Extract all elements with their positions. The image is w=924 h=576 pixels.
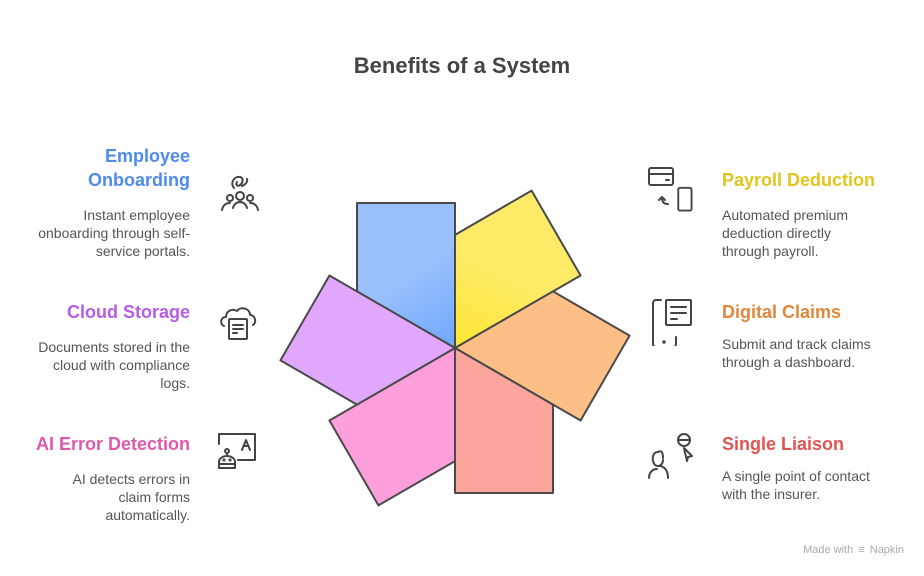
page-title: Benefits of a System: [353, 53, 571, 78]
made-with-label: Made with: [803, 544, 854, 556]
desc-line: Instant employee: [83, 207, 190, 223]
employee-onboarding-title: Employee Onboarding: [88, 144, 190, 192]
cloud-storage-title: Cloud Storage: [67, 300, 190, 324]
digital-claims-desc: Submit and track claims through a dashbo…: [722, 335, 871, 371]
payroll-deduction-title: Payroll Deduction: [722, 168, 875, 192]
desc-line: AI detects errors in: [72, 471, 191, 487]
desc-line: logs.: [160, 375, 190, 391]
desc-line: through a dashboard.: [722, 354, 856, 370]
robot-text-icon: [212, 428, 260, 476]
title-line: Employee: [104, 146, 190, 166]
cloud-storage-desc: Documents stored in the cloud with compl…: [38, 338, 190, 392]
desc-line: Automated premium: [722, 207, 849, 223]
single-liaison-desc: A single point of contact with the insur…: [722, 467, 870, 503]
desc-line: onboarding through self-: [38, 225, 190, 241]
people-hand-icon: [216, 168, 264, 216]
single-liaison-title: Single Liaison: [722, 432, 844, 456]
title-line: Cloud Storage: [66, 302, 190, 322]
card-to-phone-icon: [646, 166, 694, 214]
desc-line: deduction directly: [722, 225, 831, 241]
title-line: Onboarding: [88, 170, 190, 190]
desc-line: claim forms: [118, 489, 190, 505]
title-line: Single Liaison: [722, 434, 845, 454]
desc-line: A single point of contact: [722, 468, 870, 484]
payroll-deduction-desc: Automated premium deduction directly thr…: [722, 206, 848, 260]
title-line: Digital Claims: [722, 302, 842, 322]
napkin-logo-icon: ≡: [858, 544, 865, 556]
desc-line: service portals.: [95, 243, 190, 259]
desc-line: through payroll.: [722, 243, 819, 259]
person-contact-icon: [646, 432, 694, 480]
ai-error-detection-title: AI Error Detection: [36, 432, 190, 456]
desc-line: Documents stored in the: [38, 339, 190, 355]
digital-claims-title: Digital Claims: [722, 300, 841, 324]
desc-line: automatically.: [105, 507, 190, 523]
desc-line: Submit and track claims: [722, 336, 871, 352]
title-line: Payroll Deduction: [722, 170, 876, 190]
made-with-napkin[interactable]: Made with ≡ Napkin: [803, 544, 904, 556]
desc-line: with the insurer.: [722, 486, 821, 502]
title-line: AI Error Detection: [35, 434, 190, 454]
napkin-brand: Napkin: [869, 544, 904, 556]
tablet-document-icon: [650, 298, 698, 348]
employee-onboarding-desc: Instant employee onboarding through self…: [38, 206, 190, 260]
desc-line: cloud with compliance: [53, 357, 190, 373]
cloud-document-icon: [216, 298, 264, 346]
cloud-storage-segment: [279, 274, 456, 406]
ai-error-detection-desc: AI detects errors in claim forms automat…: [73, 470, 191, 524]
